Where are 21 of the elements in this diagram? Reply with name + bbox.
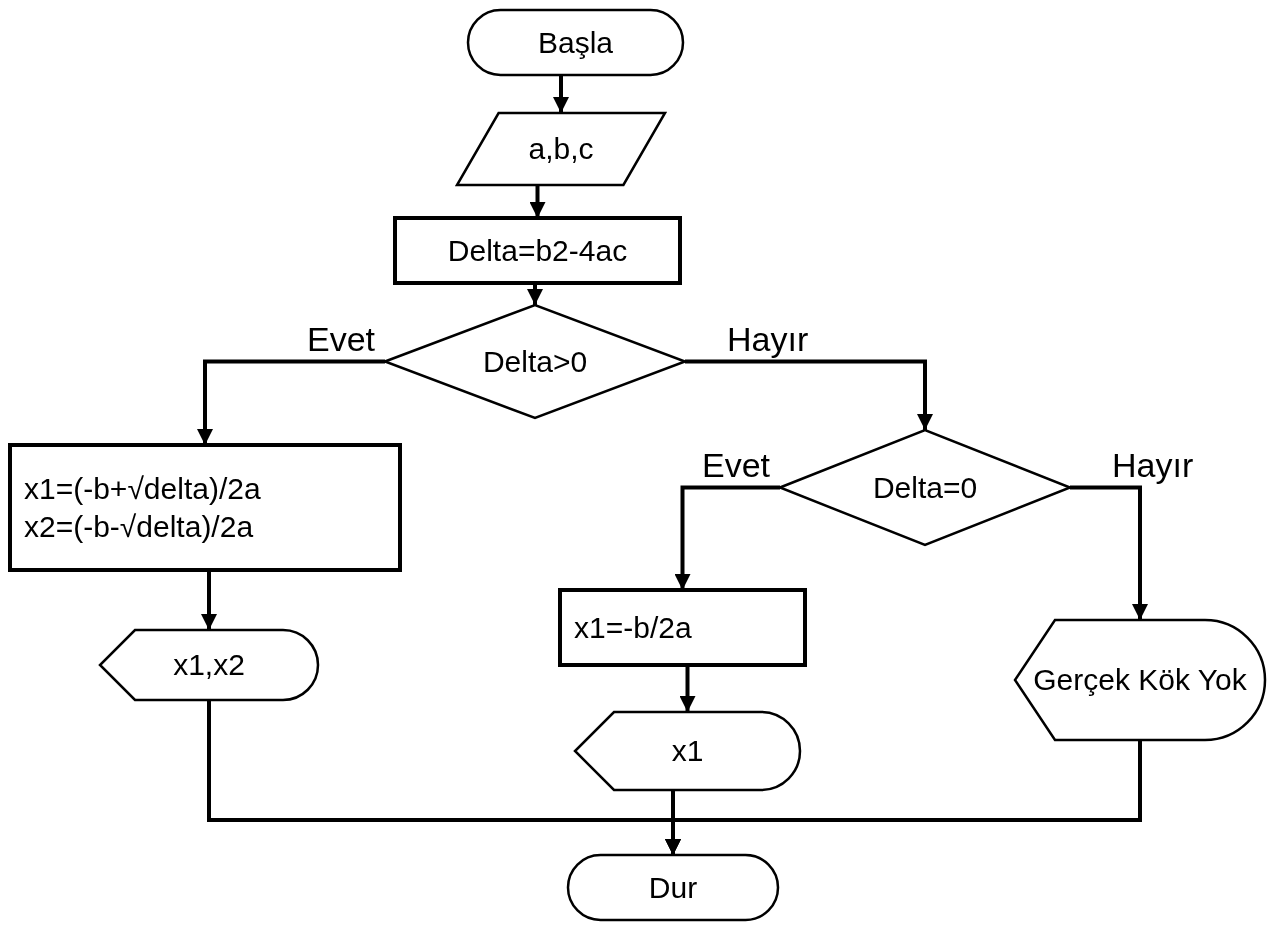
connector-arrow: [1070, 485, 1148, 620]
node-text: Delta=0: [872, 469, 978, 506]
node-text: Gerçek Kök Yok: [1032, 662, 1248, 698]
node-text: a,b,c: [528, 131, 594, 167]
connector-arrow: [527, 283, 543, 305]
node-text: x1,x2: [173, 647, 245, 683]
node-text: Dur: [648, 869, 698, 906]
node-text: x1: [671, 733, 704, 769]
node-text: x2=(-b-√delta)/2a: [24, 508, 254, 545]
node-text: Delta>0: [482, 343, 588, 380]
connector-arrow: [201, 570, 217, 630]
node-text: x1=-b/2a: [574, 609, 692, 646]
node-text: x1=(-b+√delta)/2a: [24, 470, 261, 507]
connector-arrow: [197, 359, 385, 445]
connector-arrow: [685, 359, 933, 430]
connector-arrow: [553, 75, 569, 113]
connector-arrow: [674, 485, 780, 590]
node-text: Başla: [537, 24, 613, 61]
connector-arrow: [679, 665, 696, 712]
node-text: Delta=b2-4ac: [447, 232, 628, 269]
connector-arrow: [529, 185, 546, 218]
